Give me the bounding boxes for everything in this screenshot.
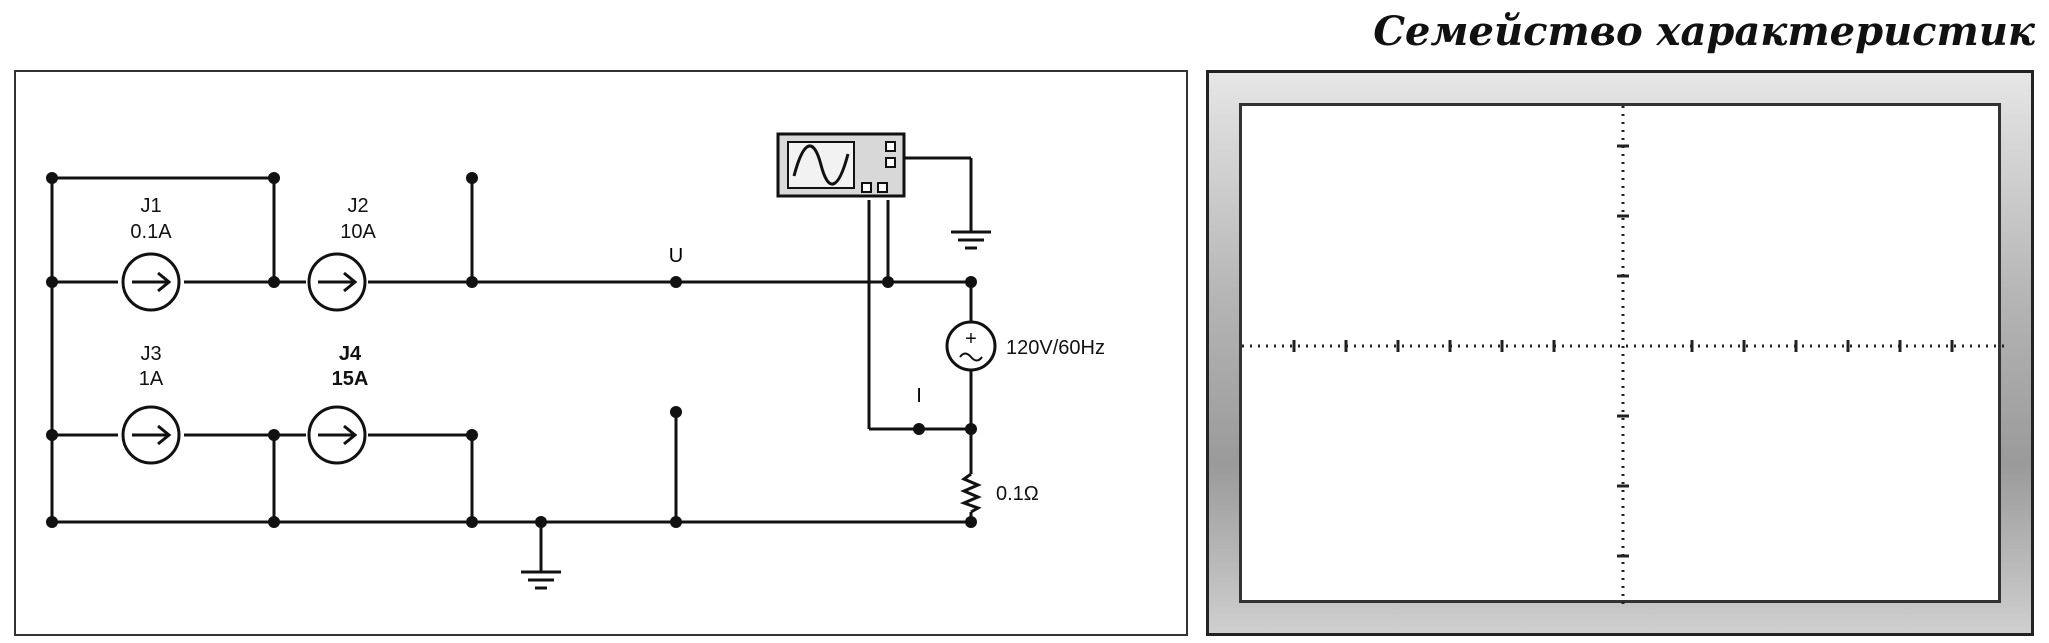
wires	[50, 156, 973, 572]
ground-icon	[521, 570, 561, 590]
j3-label: J3	[140, 343, 161, 365]
oscilloscope-icon	[776, 132, 906, 198]
scope-graticule	[1242, 106, 2004, 606]
ac-voltage-source: +	[945, 320, 997, 372]
circuit-diagram: J1 0.1A J2 10A J3 1A J4 15A U I + 120V/6…	[46, 132, 1105, 590]
current-source-j1	[121, 252, 181, 312]
junctions	[46, 172, 977, 528]
current-source-j4	[307, 405, 367, 465]
circuit-panel: J1 0.1A J2 10A J3 1A J4 15A U I + 120V/6…	[14, 70, 1188, 636]
j4-value: 15A	[332, 368, 369, 390]
resistor-icon	[959, 472, 982, 514]
j3-value: 1A	[139, 368, 164, 390]
graticule-ticks	[1292, 144, 1954, 558]
resistor-label: 0.1Ω	[996, 483, 1039, 505]
j1-value: 0.1A	[130, 221, 172, 243]
plus-sign-icon: +	[965, 328, 977, 350]
page-title: Семейство характеристик	[1373, 8, 2035, 55]
j2-value: 10A	[340, 221, 376, 243]
scope-screen	[1239, 103, 2004, 606]
j2-label: J2	[347, 195, 368, 217]
current-source-j3	[121, 405, 181, 465]
j4-label: J4	[339, 343, 362, 365]
node-i-label: I	[916, 385, 922, 407]
j1-label: J1	[140, 195, 161, 217]
ac-source-label: 120V/60Hz	[1006, 337, 1105, 359]
oscilloscope-display	[1206, 70, 2034, 636]
current-source-j2	[307, 252, 367, 312]
ground-icon	[951, 230, 991, 250]
node-u-label: U	[669, 245, 683, 267]
